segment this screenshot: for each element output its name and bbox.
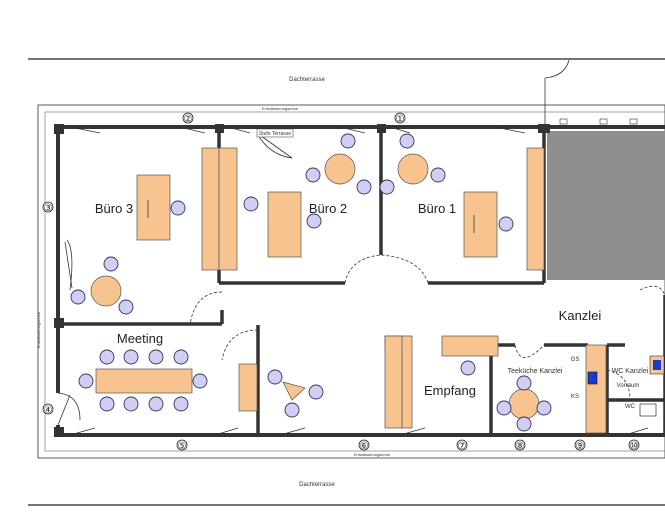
axis-5: ⑤: [178, 441, 187, 452]
room-label-vorraum: Vorraum: [617, 383, 640, 389]
terrace-door-swing: [544, 59, 570, 79]
room-label-kanzlei: Kanzlei: [559, 308, 602, 323]
round-table-buero3: [90, 275, 122, 307]
room-label-teekueche: Teeküche Kanzlei: [508, 368, 563, 375]
room-label-empfang: Empfang: [424, 383, 476, 398]
label-gs: GS: [571, 357, 580, 363]
triangle-table: [282, 381, 306, 401]
terrace-door-label-box: [256, 128, 294, 138]
terrace-label-top: Dachterrasse: [289, 77, 325, 83]
wc-bowl: [653, 360, 661, 370]
desk-buero1: [463, 191, 498, 258]
axis-8: ⑧: [516, 441, 525, 452]
axis-1: ①: [396, 114, 405, 125]
axis-2: ②: [184, 114, 193, 125]
cabinet-buero3-a: [201, 147, 220, 271]
room-label-buero3: Büro 3: [95, 201, 133, 216]
reception-back: [441, 335, 499, 357]
drainage-channel-inner: [44, 111, 665, 452]
room-label-buero2: Büro 2: [309, 201, 347, 216]
room-label-wc: WC Kanzlei: [612, 368, 649, 375]
round-table-buero2: [324, 153, 356, 185]
round-table-buero1: [397, 153, 429, 185]
axis-6: ⑥: [360, 441, 369, 452]
furniture: [95, 147, 607, 434]
cabinet-meeting: [238, 363, 258, 412]
desk-buero2: [267, 191, 302, 258]
terrace-label-bottom: Dachterrasse: [299, 482, 335, 488]
axis-9: ⑨: [576, 441, 585, 452]
gray-area: [547, 131, 665, 280]
equipment-blue: [587, 371, 598, 385]
terrace-door-label: Stufe Terrasse: [259, 131, 291, 137]
chairs: [70, 133, 552, 432]
axis-markers: [42, 112, 640, 451]
wc-sink: [639, 403, 657, 417]
axis-7: ⑦: [458, 441, 467, 452]
exterior-walls: [56, 125, 665, 437]
edge-label-top: Entwässerungsrinne: [262, 106, 299, 111]
room-label-wc2: WC: [625, 404, 636, 410]
axis-4: ④: [44, 405, 53, 416]
kitchen-counter: [585, 344, 607, 434]
room-label-buero1: Büro 1: [418, 201, 456, 216]
label-ks: KS: [571, 394, 579, 400]
room-label-meeting: Meeting: [117, 331, 163, 346]
small-windows-gray: [559, 118, 638, 125]
axis-10: ⑩: [630, 441, 639, 452]
meeting-table: [95, 368, 193, 394]
edge-label-left: Entwässerungsrinne: [36, 311, 41, 348]
cabinet-buero1: [526, 147, 545, 271]
edge-label-bottom: Entwässerungsrinne: [354, 452, 391, 457]
desk-buero3: [136, 174, 171, 241]
axis-3: ③: [44, 203, 53, 214]
cabinet-buero3-b: [218, 147, 238, 271]
drainage-channel: [37, 104, 665, 459]
round-table-kitchen: [508, 388, 540, 420]
reception-counter-left: [384, 335, 403, 429]
